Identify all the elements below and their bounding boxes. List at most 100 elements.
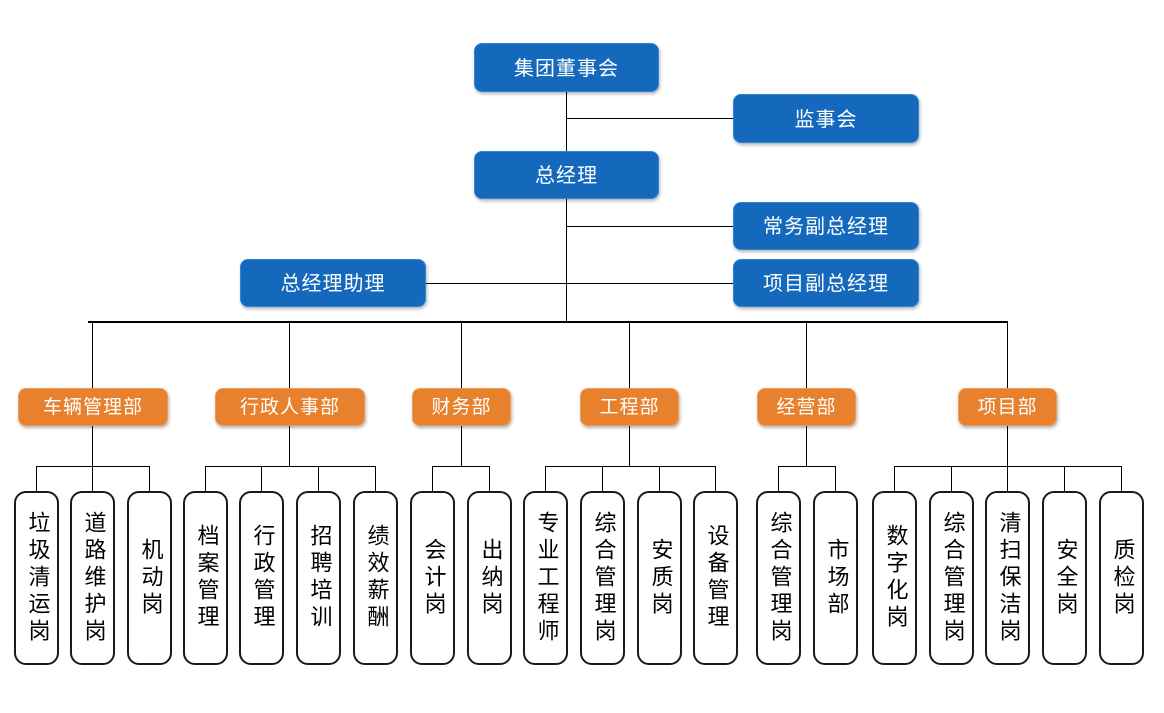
node-executive-vice-general-manager-label: 常务副总经理	[763, 214, 889, 238]
leaf-position-engineering-general-management[interactable]: 综合管理岗	[580, 491, 625, 665]
leaf-position-label: 设备管理	[703, 524, 729, 632]
connector-admin-child-4	[375, 466, 376, 491]
connector-vehicle-stem	[92, 426, 93, 466]
leaf-position-performance-compensation[interactable]: 绩效薪酬	[353, 491, 398, 665]
leaf-position-garbage-transport[interactable]: 垃圾清运岗	[14, 491, 59, 665]
connector-engineering-child-3	[659, 466, 660, 491]
leaf-position-label: 行政管理	[249, 524, 275, 632]
connector-department-bus	[88, 321, 1008, 323]
leaf-position-safety-quality[interactable]: 安质岗	[637, 491, 682, 665]
node-department-administration-hr-label: 行政人事部	[239, 395, 340, 418]
connector-operations-bus	[778, 466, 835, 467]
leaf-position-label: 综合管理岗	[939, 510, 965, 646]
leaf-position-safety[interactable]: 安全岗	[1042, 491, 1087, 665]
node-department-project[interactable]: 项目部	[958, 388, 1057, 426]
leaf-position-label: 会计岗	[420, 537, 446, 619]
connector-finance-child-2	[489, 466, 490, 491]
leaf-position-label: 市场部	[823, 537, 849, 619]
node-department-administration-hr[interactable]: 行政人事部	[215, 388, 365, 426]
connector-project-child-1	[894, 466, 895, 491]
connector-finance-stem	[461, 426, 462, 466]
leaf-position-equipment-management[interactable]: 设备管理	[693, 491, 738, 665]
leaf-position-cleaning-sanitation[interactable]: 清扫保洁岗	[985, 491, 1030, 665]
node-department-engineering[interactable]: 工程部	[580, 388, 679, 426]
connector-engineering-child-4	[715, 466, 716, 491]
leaf-position-archive-management[interactable]: 档案管理	[183, 491, 228, 665]
connector-board-to-gm	[566, 92, 567, 152]
connector-bus-drop-vehicle	[92, 321, 93, 388]
leaf-position-operations-general-management[interactable]: 综合管理岗	[756, 491, 801, 665]
node-general-manager-label: 总经理	[535, 163, 598, 187]
node-general-manager[interactable]: 总经理	[474, 151, 659, 199]
connector-gm-trunk	[566, 199, 567, 322]
connector-finance-bus	[432, 466, 489, 467]
connector-bus-drop-admin	[289, 321, 290, 388]
node-general-manager-assistant[interactable]: 总经理助理	[240, 259, 426, 307]
connector-project-child-5	[1121, 466, 1122, 491]
leaf-position-label: 档案管理	[193, 524, 219, 632]
connector-bus-drop-engineering	[629, 321, 630, 388]
node-project-vice-general-manager[interactable]: 项目副总经理	[733, 259, 919, 307]
leaf-position-quality-inspection[interactable]: 质检岗	[1099, 491, 1144, 665]
node-department-project-label: 项目部	[977, 395, 1038, 418]
node-board-of-directors-label: 集团董事会	[514, 55, 619, 80]
leaf-position-label: 道路维护岗	[80, 510, 106, 646]
connector-operations-child-2	[835, 466, 836, 491]
leaf-position-project-general-management[interactable]: 综合管理岗	[929, 491, 974, 665]
node-department-operations-label: 经营部	[776, 395, 837, 418]
connector-engineering-child-1	[545, 466, 546, 491]
node-general-manager-assistant-label: 总经理助理	[280, 271, 386, 295]
leaf-position-label: 数字化岗	[882, 524, 908, 632]
leaf-position-label: 绩效薪酬	[363, 524, 389, 632]
leaf-position-accounting[interactable]: 会计岗	[410, 491, 455, 665]
connector-vehicle-child-1	[36, 466, 37, 491]
leaf-position-label: 安质岗	[647, 537, 673, 619]
connector-operations-child-1	[778, 466, 779, 491]
leaf-position-digitalization[interactable]: 数字化岗	[872, 491, 917, 665]
node-executive-vice-general-manager[interactable]: 常务副总经理	[733, 202, 919, 250]
connector-admin-child-1	[205, 466, 206, 491]
leaf-position-professional-engineer[interactable]: 专业工程师	[523, 491, 568, 665]
leaf-position-recruitment-training[interactable]: 招聘培训	[296, 491, 341, 665]
node-supervisory-board[interactable]: 监事会	[733, 94, 919, 143]
leaf-position-administrative-management[interactable]: 行政管理	[239, 491, 284, 665]
node-board-of-directors[interactable]: 集团董事会	[474, 43, 659, 92]
connector-gm-to-exec-vice	[566, 226, 733, 227]
leaf-position-cashier[interactable]: 出纳岗	[467, 491, 512, 665]
node-supervisory-board-label: 监事会	[794, 106, 858, 131]
node-department-vehicle-management[interactable]: 车辆管理部	[18, 388, 168, 426]
connector-project-child-3	[1007, 466, 1008, 491]
connector-vehicle-child-3	[149, 466, 150, 491]
leaf-position-market-department[interactable]: 市场部	[813, 491, 858, 665]
leaf-position-label: 垃圾清运岗	[24, 510, 50, 646]
connector-admin-bus	[205, 466, 375, 467]
leaf-position-label: 质检岗	[1109, 537, 1135, 619]
connector-vehicle-child-2	[92, 466, 93, 491]
connector-project-stem	[1007, 426, 1008, 466]
leaf-position-mobile-duty[interactable]: 机动岗	[127, 491, 172, 665]
connector-gm-assistant	[425, 283, 567, 284]
node-project-vice-general-manager-label: 项目副总经理	[763, 271, 889, 295]
node-department-finance[interactable]: 财务部	[412, 388, 511, 426]
connector-trunk-to-supervisory	[566, 118, 733, 119]
connector-bus-drop-project	[1007, 321, 1008, 388]
leaf-position-label: 专业工程师	[533, 510, 559, 646]
connector-finance-child-1	[432, 466, 433, 491]
connector-admin-child-3	[318, 466, 319, 491]
leaf-position-road-maintenance[interactable]: 道路维护岗	[70, 491, 115, 665]
connector-bus-drop-operations	[806, 321, 807, 388]
leaf-position-label: 综合管理岗	[590, 510, 616, 646]
leaf-position-label: 安全岗	[1052, 537, 1078, 619]
connector-engineering-child-2	[602, 466, 603, 491]
leaf-position-label: 机动岗	[137, 537, 163, 619]
node-department-engineering-label: 工程部	[599, 395, 660, 418]
connector-admin-child-2	[261, 466, 262, 491]
connector-project-child-2	[951, 466, 952, 491]
connector-operations-stem	[806, 426, 807, 466]
connector-engineering-stem	[629, 426, 630, 466]
node-department-operations[interactable]: 经营部	[757, 388, 856, 426]
connector-project-child-4	[1064, 466, 1065, 491]
leaf-position-label: 综合管理岗	[766, 510, 792, 646]
node-department-vehicle-management-label: 车辆管理部	[42, 395, 143, 418]
